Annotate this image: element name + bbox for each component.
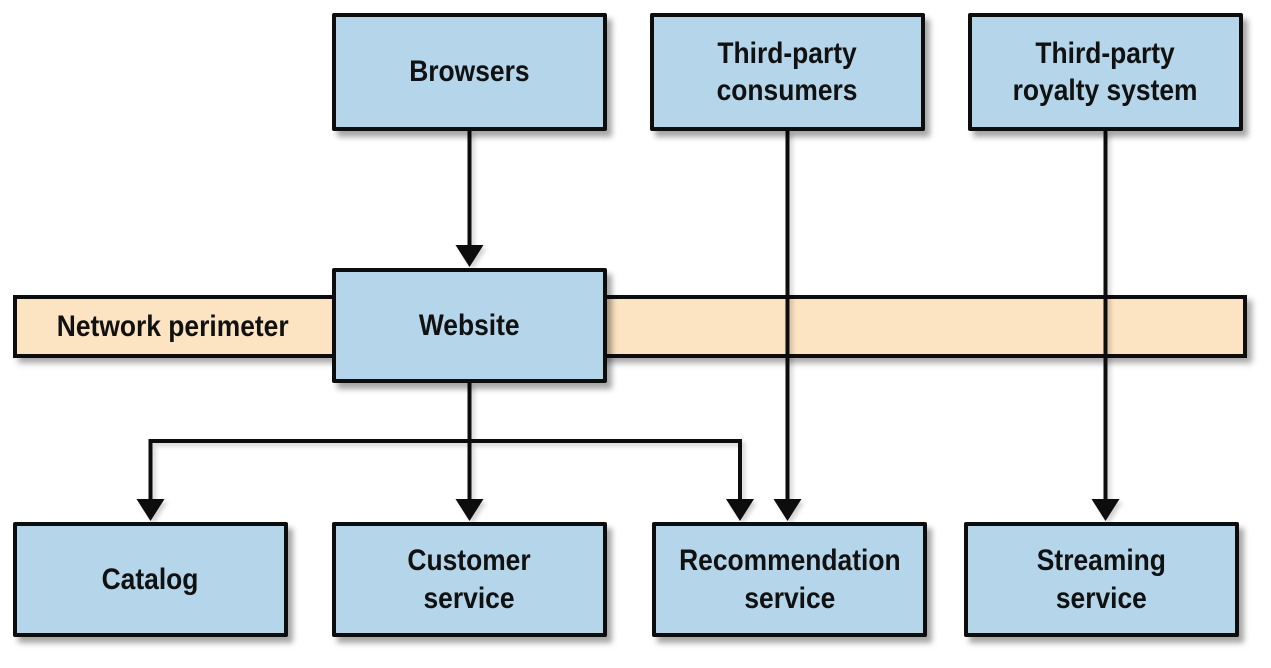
node-browsers: Browsers <box>332 13 607 131</box>
network-perimeter-band <box>13 295 1247 358</box>
arrowhead-recommendation-left <box>726 499 754 521</box>
node-website: Website <box>332 268 607 383</box>
node-third-party-royalty-system: Third-party royalty system <box>968 13 1243 131</box>
node-catalog: Catalog <box>13 522 288 637</box>
network-perimeter-label: Network perimeter <box>56 309 289 343</box>
node-third-party-consumers: Third-party consumers <box>650 13 925 131</box>
node-streaming-service: Streaming service <box>964 522 1239 637</box>
arrowhead-streaming <box>1091 499 1120 521</box>
node-customer-service: Customer service <box>332 522 607 637</box>
edge-website-catalog <box>148 439 470 501</box>
arrowhead-recommendation-right <box>773 499 802 521</box>
arrowhead-catalog <box>136 499 165 521</box>
arrowhead-customer <box>455 499 484 521</box>
edge-website-recommendation <box>469 439 742 501</box>
arrowhead-website <box>455 245 484 267</box>
node-recommendation-service: Recommendation service <box>652 522 927 637</box>
